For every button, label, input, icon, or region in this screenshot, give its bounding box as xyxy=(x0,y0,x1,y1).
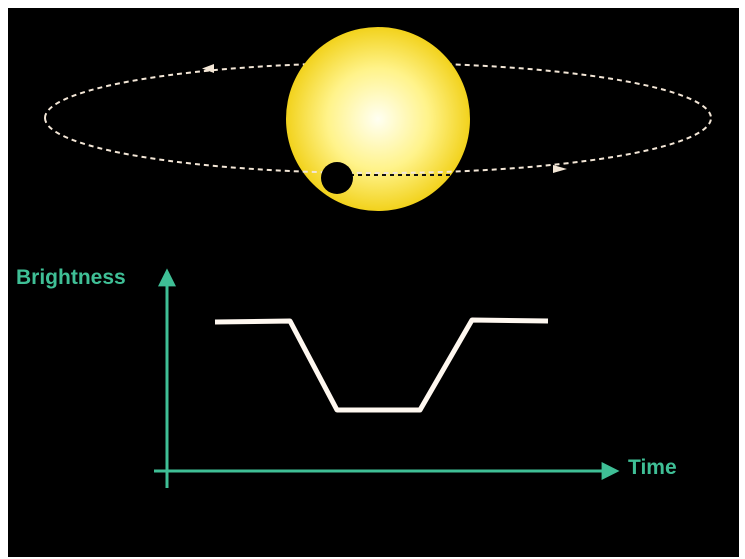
orbit-front-half xyxy=(44,117,712,174)
light-curve xyxy=(214,317,549,413)
orbit-direction-arrow-right-icon xyxy=(553,165,567,173)
planet xyxy=(321,162,353,194)
orbit-direction-arrow-left-icon xyxy=(202,64,214,73)
x-axis-label: Time xyxy=(628,456,677,479)
star xyxy=(286,27,470,211)
y-axis-label: Brightness xyxy=(16,266,126,289)
